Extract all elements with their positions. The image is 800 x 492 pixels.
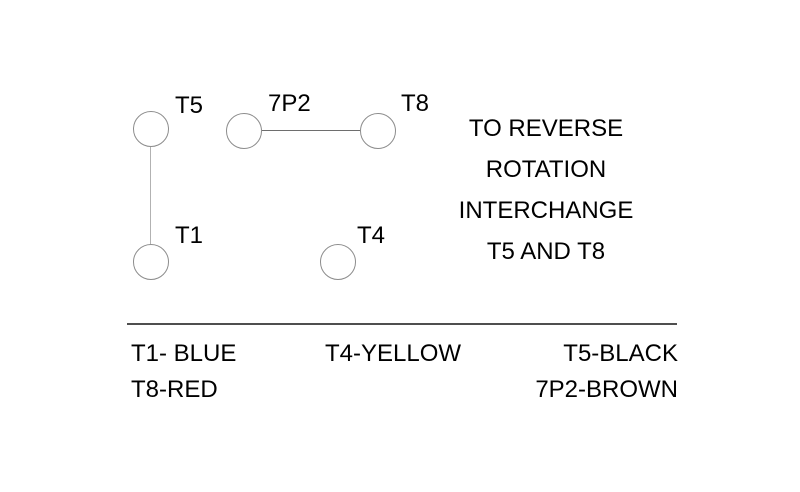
connector-line-7p2-t8 [262, 130, 360, 131]
terminal-circle-t1 [133, 244, 169, 280]
terminal-label-t8: T8 [401, 90, 430, 117]
legend-right-column: T5-BLACK 7P2-BROWN [430, 336, 678, 408]
legend-left-column: T1- BLUE T8-RED [131, 336, 236, 408]
terminal-circle-t4 [320, 244, 356, 280]
legend-entry-t1-blue: T1- BLUE [131, 340, 237, 367]
legend-entry-t5-black: T5-BLACK [563, 340, 678, 367]
terminal-label-t5: T5 [175, 92, 204, 119]
connector-line-t5-t1 [150, 147, 151, 244]
terminal-circle-7p2 [226, 113, 262, 149]
divider-line [127, 323, 677, 325]
terminal-circle-t8 [360, 113, 396, 149]
legend-middle-column: T4-YELLOW [325, 336, 461, 372]
legend-entry-t8-red: T8-RED [131, 376, 218, 403]
terminal-label-7p2: 7P2 [268, 90, 311, 117]
terminal-circle-t5 [133, 111, 169, 147]
rotation-note-line-3: INTERCHANGE [458, 197, 634, 224]
rotation-note-line-1: TO REVERSE [468, 115, 624, 142]
rotation-note: TO REVERSE ROTATION INTERCHANGE T5 AND T… [430, 108, 662, 272]
rotation-note-line-2: ROTATION [485, 156, 607, 183]
legend-entry-7p2-brown: 7P2-BROWN [535, 376, 678, 403]
terminal-label-t4: T4 [357, 222, 386, 249]
legend-entry-t4-yellow: T4-YELLOW [325, 340, 462, 367]
terminal-label-t1: T1 [175, 222, 204, 249]
rotation-note-line-4: T5 AND T8 [486, 238, 606, 265]
